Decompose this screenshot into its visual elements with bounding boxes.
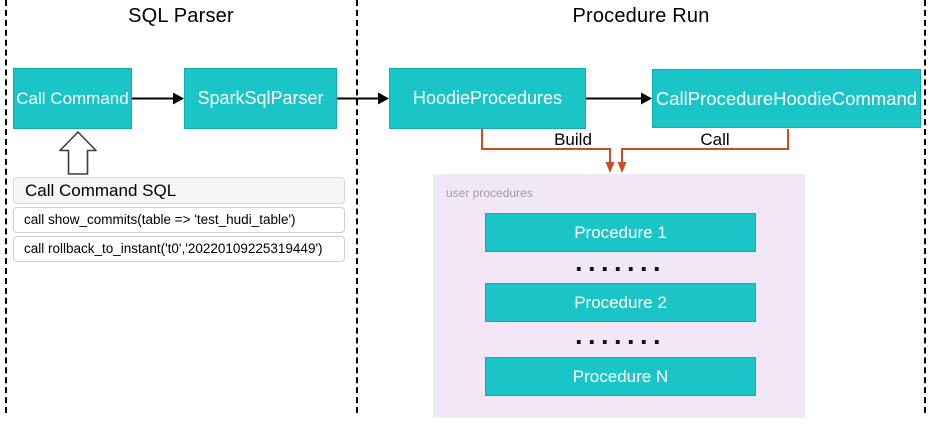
procedure-n-box: Procedure N (485, 357, 756, 396)
node-spark-sql-parser: SparkSqlParser (184, 68, 337, 129)
up-arrow-icon (59, 131, 97, 175)
sql-table-row: call rollback_to_instant('t0','202201092… (13, 236, 345, 262)
edge-label-build: Build (554, 130, 592, 149)
procedure-1-box: Procedure 1 (485, 213, 756, 252)
edge-label-call: Call (700, 130, 730, 149)
ellipsis-row: ······· (575, 254, 666, 284)
dashed-divider-middle (356, 0, 358, 413)
arrow-sparksqlparser-to-hoodieprocedures (337, 92, 389, 105)
arrow-callcommand-to-sparksqlparser (132, 92, 184, 105)
node-call-command: Call Command (13, 68, 132, 129)
sql-table-row: call show_commits(table => 'test_hudi_ta… (13, 207, 345, 233)
node-hoodie-procedures: HoodieProcedures (389, 68, 586, 129)
dashed-divider-right (924, 0, 926, 413)
ellipsis-row: ······· (575, 327, 666, 357)
user-procedures-panel: user procedures Procedure 1 ······· Proc… (433, 174, 805, 418)
procedure-2-box: Procedure 2 (485, 283, 756, 322)
section-title-sql-parser: SQL Parser (128, 5, 234, 27)
node-call-procedure-hoodie-command: CallProcedureHoodieCommand (652, 69, 921, 128)
call-command-sql-table: Call Command SQL call show_commits(table… (13, 177, 345, 265)
user-procedures-label: user procedures (446, 186, 533, 200)
arrow-hoodieprocedures-to-callprocedurehoodiecommand (586, 92, 652, 105)
section-title-procedure-run: Procedure Run (572, 5, 710, 27)
dashed-divider-left (5, 0, 7, 413)
sql-table-header: Call Command SQL (13, 177, 345, 204)
